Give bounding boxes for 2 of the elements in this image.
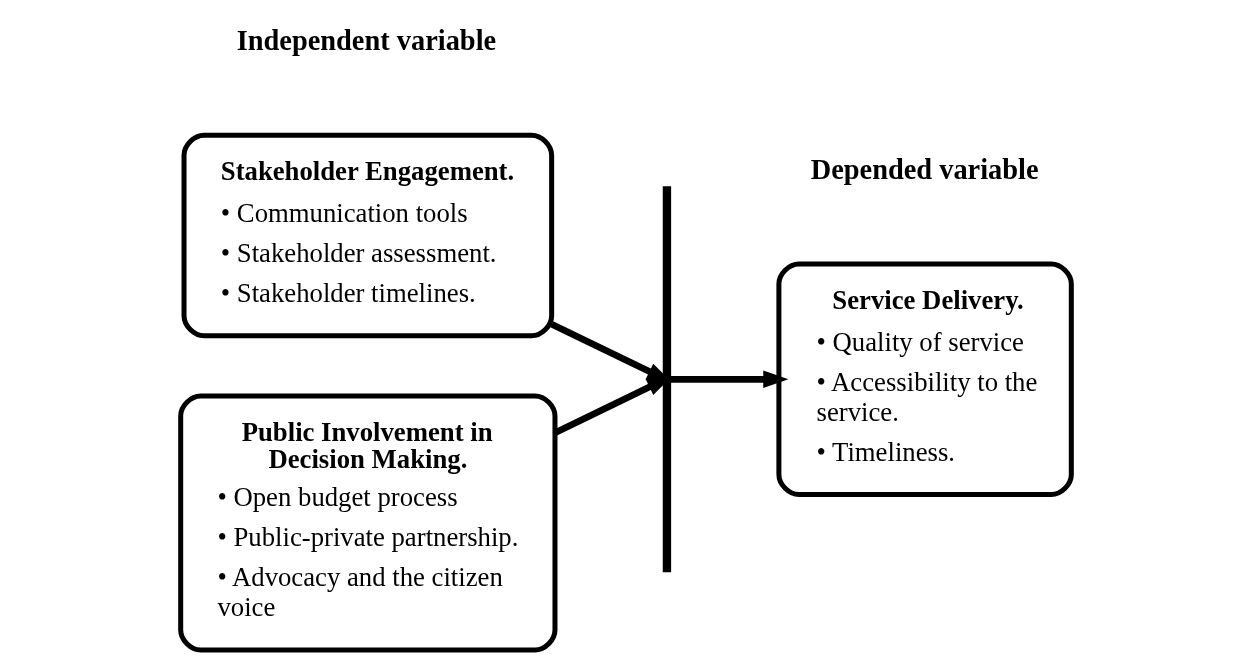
- label: Depended variable: [810, 153, 1039, 185]
- label: Independent variable: [236, 25, 497, 57]
